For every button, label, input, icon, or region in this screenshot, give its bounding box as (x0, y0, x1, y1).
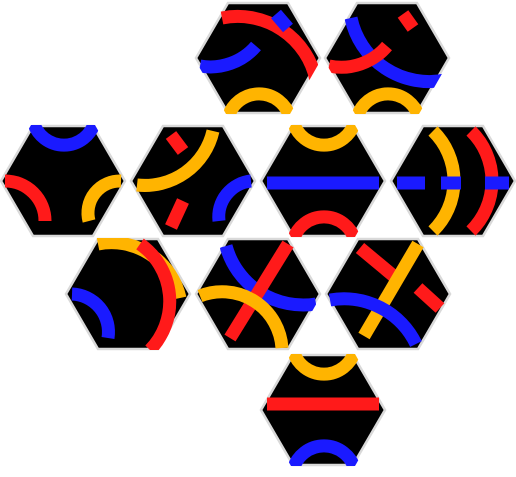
hex-tile-9[interactable] (324, 237, 452, 351)
red-track (355, 243, 401, 283)
blue-track (26, 125, 102, 152)
red-track (165, 131, 189, 155)
yellow-track (81, 174, 122, 223)
blue-track (198, 41, 261, 74)
red-track (4, 174, 52, 222)
blue-track (328, 292, 422, 348)
hex-tile-6[interactable] (389, 124, 516, 238)
yellow-track (197, 285, 289, 349)
hex-tile-1[interactable] (194, 1, 322, 118)
hex-tile-10[interactable] (259, 350, 387, 470)
red-track (286, 210, 362, 237)
hex-tile-8[interactable] (194, 237, 322, 351)
blue-track (344, 16, 447, 89)
yellow-track (136, 129, 220, 192)
yellow-track (358, 240, 424, 340)
yellow-track (286, 354, 362, 381)
yellow-track (350, 87, 426, 114)
yellow-track (221, 87, 297, 114)
red-track (397, 10, 419, 32)
hex-tile-4[interactable] (129, 124, 257, 238)
hex-tile-2[interactable] (323, 1, 451, 118)
blue-track (286, 439, 362, 466)
red-track (165, 198, 189, 230)
red-track (224, 240, 294, 342)
red-track (136, 238, 177, 350)
yellow-track (286, 125, 362, 152)
blue-track (212, 174, 253, 222)
red-track (413, 283, 445, 313)
red-track (327, 41, 392, 74)
blue-track (71, 287, 115, 340)
hex-tile-5[interactable] (259, 121, 387, 241)
blue-track (271, 9, 293, 33)
hex-tile-7[interactable] (64, 237, 192, 351)
hex-tile-3[interactable] (0, 121, 127, 238)
